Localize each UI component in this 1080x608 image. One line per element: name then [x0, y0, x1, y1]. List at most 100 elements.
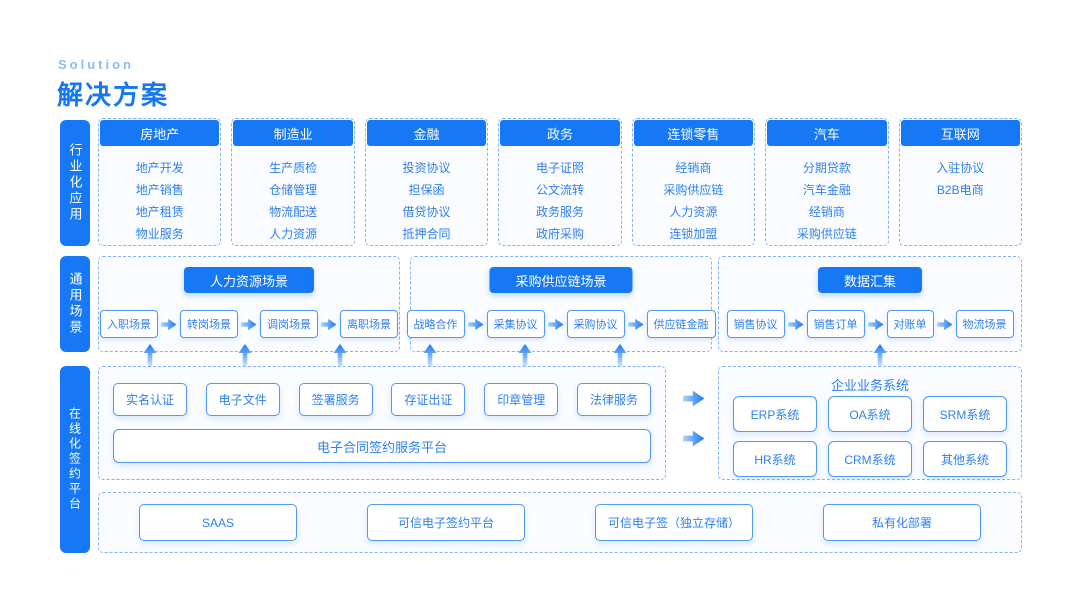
flow-step: 离职场景 — [340, 310, 398, 338]
industry-item: 政府采购 — [535, 227, 584, 241]
industry-item: 采购供应链 — [663, 183, 724, 197]
flow-step: 入职场景 — [100, 310, 158, 338]
industry-item: 借贷协议 — [402, 205, 451, 219]
industry-column-finance: 金融 投资协议 担保函 借贷协议 抵押合同 — [364, 118, 489, 246]
industry-item: 政务服务 — [535, 205, 584, 219]
service-box: 实名认证 — [113, 383, 188, 416]
industry-item: 地产租赁 — [135, 205, 184, 219]
industry-item: 汽车金融 — [802, 183, 851, 197]
industry-column-title: 连锁零售 — [633, 120, 754, 146]
industry-column-title: 互联网 — [900, 120, 1020, 146]
deployment-box: SAAS — [139, 504, 297, 541]
up-arrow-icon — [873, 344, 887, 366]
flow-step: 调岗场景 — [260, 310, 318, 338]
industry-item: 经销商 — [675, 161, 712, 175]
right-arrow-icon — [547, 318, 564, 330]
flow-step: 物流场景 — [955, 310, 1014, 338]
system-box: ERP系统 — [733, 396, 817, 432]
industry-row: 房地产 地产开发 地产销售 地产租赁 物业服务 制造业 生产质检 仓储管理 物流… — [98, 118, 1022, 246]
industry-item: 人力资源 — [669, 205, 718, 219]
enterprise-systems-panel: 企业业务系统 ERP系统 OA系统 SRM系统 HR系统 CRM系统 其他系统 — [718, 366, 1022, 480]
up-arrow-icon — [143, 344, 157, 366]
industry-column-retail: 连锁零售 经销商 采购供应链 人力资源 连锁加盟 — [631, 118, 756, 246]
right-arrow-icon — [161, 318, 177, 330]
system-box: 其他系统 — [923, 441, 1007, 477]
rail-scenarios: 通用场景 — [60, 256, 90, 352]
up-arrow-icon — [518, 344, 532, 366]
right-arrow-icon — [787, 318, 804, 330]
scenario-group-title: 人力资源场景 — [183, 267, 315, 293]
industry-column-real-estate: 房地产 地产开发 地产销售 地产租赁 物业服务 — [98, 118, 222, 246]
page-title: 解决方案 — [57, 80, 170, 110]
enterprise-systems-title: 企业业务系统 — [830, 378, 909, 393]
industry-item: 仓储管理 — [269, 183, 318, 197]
flow-step: 对账单 — [886, 310, 934, 338]
service-box: 法律服务 — [576, 383, 651, 416]
service-box: 签署服务 — [298, 383, 373, 416]
industry-item: 采购供应链 — [796, 227, 857, 241]
industry-column-title: 制造业 — [233, 120, 353, 146]
rail-industry: 行业化应用 — [60, 120, 90, 246]
industry-item: 公文流转 — [535, 183, 584, 197]
industry-column-manufacturing: 制造业 生产质检 仓储管理 物流配送 人力资源 — [231, 118, 355, 246]
scenario-group-title: 数据汇集 — [817, 267, 923, 293]
right-arrow-icon — [467, 318, 484, 330]
industry-item: 物流配送 — [269, 205, 318, 219]
industry-item: 物业服务 — [135, 227, 184, 241]
industry-column-automotive: 汽车 分期贷款 汽车金融 经销商 采购供应链 — [765, 118, 889, 246]
industry-item: 担保函 — [408, 183, 445, 197]
industry-item: 分期贷款 — [802, 161, 851, 175]
scenario-group-procurement: 采购供应链场景 战略合作 采集协议 采购协议 供应链金融 — [406, 256, 716, 352]
industry-item: 连锁加盟 — [669, 227, 718, 241]
right-arrow-icon — [683, 430, 705, 447]
up-arrow-icon — [333, 344, 347, 366]
industry-column-title: 房地产 — [100, 120, 220, 146]
eyebrow-label: Solution — [58, 57, 134, 72]
deployment-box: 可信电子签约平台 — [367, 504, 525, 541]
right-arrow-icon — [867, 318, 884, 330]
industry-item: 生产质检 — [269, 161, 318, 175]
right-arrow-icon — [683, 390, 705, 407]
flow-step: 战略合作 — [406, 310, 465, 338]
rail-platform: 在线化签约平台 — [60, 366, 90, 553]
deployment-box: 私有化部署 — [823, 504, 981, 541]
system-box: SRM系统 — [923, 396, 1007, 432]
up-arrow-icon — [423, 344, 437, 366]
flow-step: 采集协议 — [486, 310, 545, 338]
industry-item: 人力资源 — [269, 227, 318, 241]
right-arrow-icon — [627, 318, 644, 330]
flow-step: 采购协议 — [566, 310, 625, 338]
industry-item: 入驻协议 — [936, 161, 985, 175]
service-box: 印章管理 — [484, 383, 559, 416]
flow-step: 销售订单 — [806, 310, 865, 338]
industry-column-title: 政务 — [500, 120, 620, 146]
industry-column-internet: 互联网 入驻协议 B2B电商 — [898, 118, 1022, 246]
right-arrow-icon — [936, 318, 953, 330]
flow-step: 转岗场景 — [180, 310, 238, 338]
system-box: OA系统 — [828, 396, 912, 432]
deployment-panel: SAAS 可信电子签约平台 可信电子签（独立存储） 私有化部署 — [98, 492, 1022, 553]
scenario-group-data: 数据汇集 销售协议 销售订单 对账单 物流场景 — [718, 256, 1022, 352]
flow-step: 供应链金融 — [646, 310, 716, 338]
industry-item: 投资协议 — [402, 161, 451, 175]
deployment-box: 可信电子签（独立存储） — [595, 504, 753, 541]
up-arrow-icon — [238, 344, 252, 366]
industry-item: 电子证照 — [535, 161, 584, 175]
service-box: 电子文件 — [205, 383, 280, 416]
industry-item: 抵押合同 — [402, 227, 451, 241]
signing-services-panel: 实名认证 电子文件 签署服务 存证出证 印章管理 法律服务 电子合同签约服务平台 — [98, 366, 666, 480]
industry-column-title: 金融 — [366, 120, 487, 146]
industry-item: B2B电商 — [936, 183, 984, 197]
platform-bar: 电子合同签约服务平台 — [113, 429, 651, 463]
right-arrow-icon — [321, 318, 337, 330]
scenario-group-hr: 人力资源场景 入职场景 转岗场景 调岗场景 离职场景 — [98, 256, 400, 352]
industry-item: 地产销售 — [135, 183, 184, 197]
up-arrow-icon — [613, 344, 627, 366]
system-box: HR系统 — [733, 441, 817, 477]
scenario-group-title: 采购供应链场景 — [489, 267, 633, 293]
industry-item: 地产开发 — [135, 161, 184, 175]
industry-column-title: 汽车 — [767, 120, 887, 146]
flow-step: 销售协议 — [726, 310, 785, 338]
industry-column-government: 政务 电子证照 公文流转 政务服务 政府采购 — [498, 118, 622, 246]
